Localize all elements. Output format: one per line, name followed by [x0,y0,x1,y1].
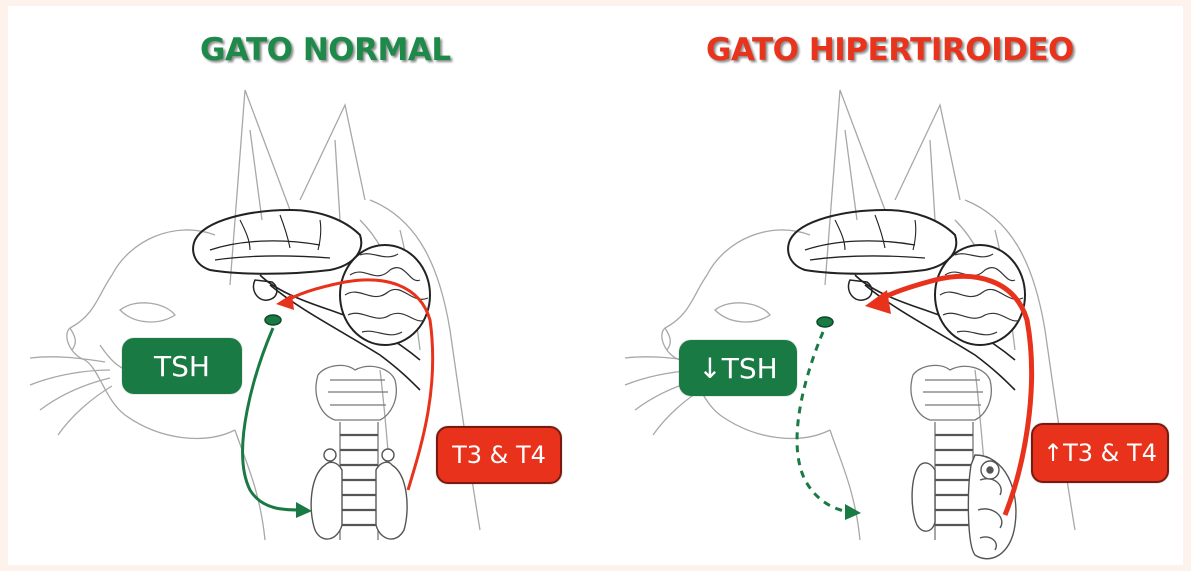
panel-hyperthyroid-cat: ↓TSH ↑T3 & T4 [595,70,1155,570]
panel-normal-cat: TSH T3 & T4 [0,70,560,570]
enlarged-thyroid-sketch [912,455,1016,559]
t3-t4-label: T3 & T4 [436,426,562,484]
tsh-arrowhead [296,502,312,518]
feedback-arrowhead-thick [865,290,891,314]
tsh-dashed-arrow [797,332,850,512]
pituitary-gland [265,315,281,325]
title-hyperthyroid-cat: GATO HIPERTIROIDEO [706,32,1074,72]
cat-anatomy-sketch-hyper [595,70,1155,570]
title-normal-cat: GATO NORMAL [200,32,451,72]
reduced-tsh-label: ↓TSH [679,340,797,396]
increased-t3-t4-label: ↑T3 & T4 [1031,423,1169,483]
cat-anatomy-sketch-normal [0,70,560,570]
tsh-arrow [243,328,300,510]
tsh-dashed-arrowhead [845,504,861,520]
pituitary-gland [817,317,833,327]
tsh-label: TSH [122,338,242,394]
